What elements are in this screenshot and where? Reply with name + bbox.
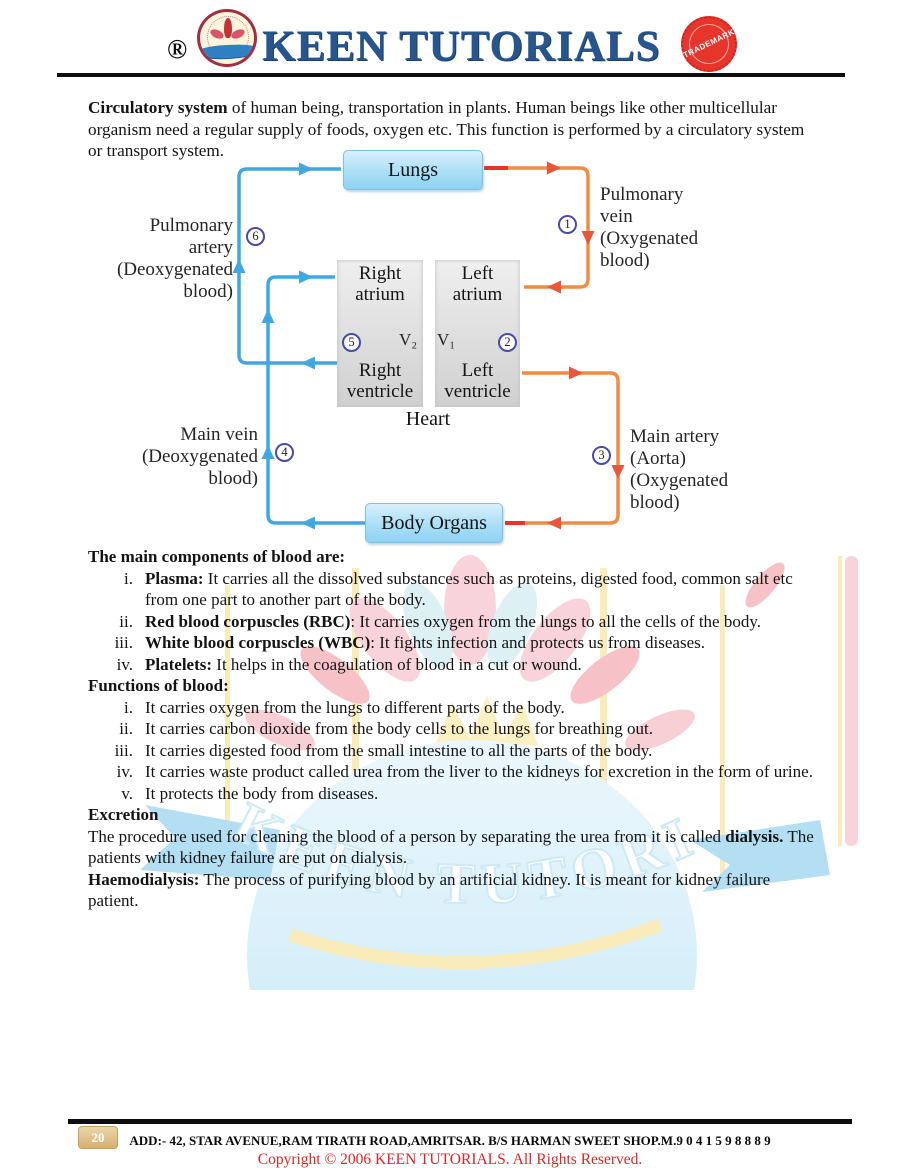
- list-item: i. It carries oxygen from the lungs to d…: [88, 697, 818, 719]
- registered-trademark-symbol: ®: [167, 34, 188, 64]
- marker-3: 3: [592, 446, 611, 465]
- right-atrium-label: Right atrium: [355, 263, 405, 305]
- list-text: It carries carbon dioxide from the body …: [145, 719, 653, 738]
- right-ventricle-label: Right ventricle: [346, 360, 414, 402]
- header-divider: [57, 73, 845, 77]
- list-numeral: iv.: [116, 762, 133, 781]
- list-text: It protects the body from diseases.: [145, 783, 379, 803]
- item-body: It carries all the dissolved substances …: [145, 568, 793, 610]
- left-atrium-label: Left atrium: [452, 263, 503, 305]
- trademark-stamp-icon: TRADEMARK: [677, 12, 741, 76]
- logo-flame-icon: [224, 18, 232, 38]
- list-text: White blood corpuscles (WBC): It fights …: [145, 632, 815, 654]
- pulmonary-artery-path: [237, 167, 341, 365]
- marker-2: 2: [498, 333, 517, 352]
- intro-bold: Circulatory system: [88, 98, 228, 118]
- list-item: iii. It carries digested food from the s…: [88, 740, 818, 762]
- list-item: ii. It carries carbon dioxide from the b…: [88, 718, 818, 740]
- dialysis-paragraph: The procedure used for cleaning the bloo…: [88, 826, 818, 869]
- marker-1: 1: [558, 215, 577, 234]
- footer-address: ADD:- 42, STAR AVENUE,RAM TIRATH ROAD,AM…: [129, 1133, 771, 1148]
- para-bold: dialysis.: [725, 826, 784, 846]
- list-text: Plasma: It carries all the dissolved sub…: [145, 568, 815, 611]
- lungs-node: Lungs: [343, 150, 483, 190]
- item-body: : It carries oxygen from the lungs to al…: [350, 611, 761, 631]
- list-text: It carries digested food from the small …: [145, 740, 653, 760]
- para-bold: Haemodialysis:: [88, 869, 200, 889]
- term: Plasma:: [145, 568, 204, 588]
- para-text: The procedure used for cleaning the bloo…: [88, 826, 726, 846]
- item-body: : It fights infection and protects us fr…: [370, 633, 705, 652]
- keen-tutorials-logo: [197, 9, 257, 67]
- functions-heading: Functions of blood:: [88, 676, 229, 695]
- brand-title: KEEN TUTORIALS: [262, 23, 661, 70]
- list-numeral: ii.: [119, 719, 133, 738]
- pulmonary-artery-label: Pulmonary artery (Deoxygenated blood): [116, 215, 233, 302]
- watermark: KEEN TUTORIALS: [130, 540, 858, 990]
- valve-v1-label: V₁: [437, 330, 456, 349]
- term: White blood corpuscles (WBC): [145, 633, 371, 652]
- list-numeral: v.: [121, 783, 133, 803]
- logo-ribbon: [200, 43, 254, 60]
- list-numeral: ii.: [119, 611, 133, 631]
- body-organs-node: Body Organs: [365, 503, 503, 543]
- list-item: iv. It carries waste product called urea…: [88, 761, 818, 783]
- valve-v2-label: V₂: [399, 330, 418, 349]
- term: Platelets:: [145, 654, 213, 674]
- list-numeral: iii.: [114, 633, 133, 652]
- intro-paragraph: Circulatory system of human being, trans…: [88, 97, 818, 162]
- marker-5: 5: [342, 333, 361, 352]
- list-item: iii. White blood corpuscles (WBC): It fi…: [88, 632, 818, 654]
- list-text: It carries waste product called urea fro…: [145, 762, 813, 781]
- footer-divider: [68, 1119, 852, 1124]
- list-item: v. It protects the body from diseases.: [88, 783, 818, 805]
- item-body: It helps in the coagulation of blood in …: [212, 654, 582, 674]
- list-item: i. Plasma: It carries all the dissolved …: [88, 568, 818, 611]
- list-text: Platelets: It helps in the coagulation o…: [145, 654, 815, 676]
- list-item: iv. Platelets: It helps in the coagulati…: [88, 654, 818, 676]
- list-item: ii. Red blood corpuscles (RBC): It carri…: [88, 611, 818, 633]
- excretion-heading: Excretion: [88, 805, 159, 824]
- list-numeral: iii.: [114, 740, 133, 760]
- list-numeral: i.: [124, 568, 133, 588]
- components-heading: The main components of blood are:: [88, 547, 346, 566]
- para-text: The patients with kidney failure are put…: [88, 826, 814, 868]
- list-numeral: i.: [124, 697, 133, 717]
- content: The main components of blood are: i. Pla…: [88, 546, 818, 912]
- para-text: The process of purifying blood by an art…: [88, 869, 771, 911]
- list-numeral: iv.: [116, 654, 133, 674]
- pulmonary-vein-label: Pulmonary vein (Oxygenated blood): [600, 184, 699, 271]
- list-text: Red blood corpuscles (RBC): It carries o…: [145, 611, 815, 633]
- intro-text: of human being, transportation in plants…: [88, 98, 805, 161]
- heart-caption: Heart: [405, 408, 451, 430]
- list-text: It carries oxygen from the lungs to diff…: [145, 697, 565, 717]
- marker-6: 6: [246, 227, 265, 246]
- main-vein-label: Main vein (Deoxygenated blood): [141, 424, 258, 489]
- main-artery-label: Main artery (Aorta) (Oxygenated blood): [630, 426, 729, 513]
- footer-copyright: Copyright © 2006 KEEN TUTORIALS. All Rig…: [257, 1151, 643, 1168]
- term: Red blood corpuscles (RBC): [145, 611, 351, 631]
- haemodialysis-paragraph: Haemodialysis: The process of purifying …: [88, 869, 818, 912]
- page-number-badge: 20: [78, 1126, 118, 1149]
- marker-4: 4: [275, 443, 294, 462]
- left-ventricle-label: Left ventricle: [444, 360, 511, 402]
